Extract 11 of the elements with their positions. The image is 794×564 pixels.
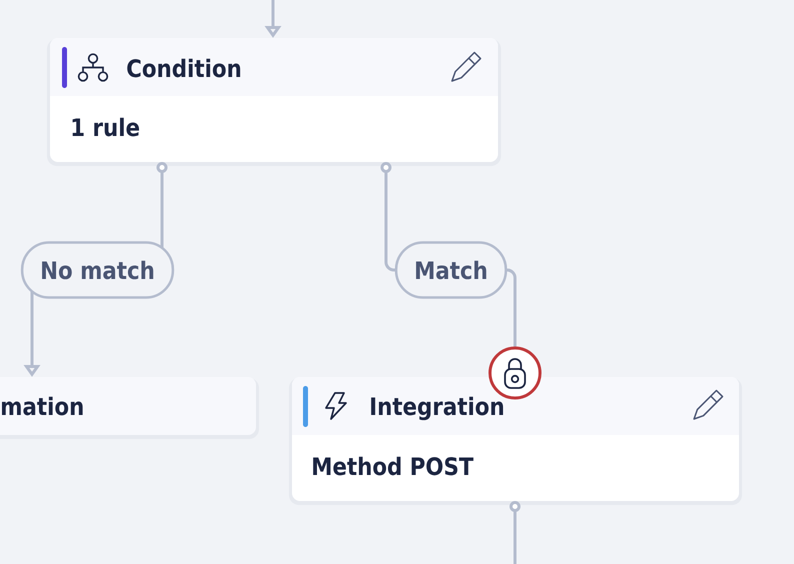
- step-card: [289, 377, 742, 505]
- connector-line: [510, 501, 520, 564]
- card-title: mation: [2, 396, 83, 416]
- card-text: Method POST: [313, 456, 474, 476]
- card-text: 1 rule: [72, 118, 140, 136]
- card-title: Integration: [371, 396, 504, 420]
- card-title: Condition: [127, 58, 240, 78]
- edge-label: Match: [394, 241, 508, 299]
- step-card: [47, 38, 501, 166]
- step-card: [0, 377, 259, 439]
- edge-label: No match: [20, 241, 174, 299]
